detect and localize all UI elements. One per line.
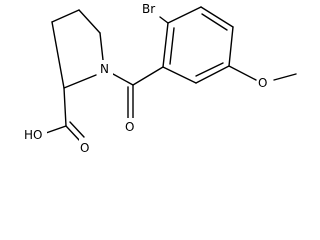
pyrrolidine-ring [51,9,104,89]
bond-c3-c4 [200,6,234,28]
bond-cacid-oh [45,125,67,134]
hydroxyl-label: HO [24,128,42,142]
benzene-ring [162,6,234,84]
bond-cacid-o-double-b [69,121,85,138]
bond-c1-c2-inner [169,27,175,65]
bond-c6-c1 [162,66,197,84]
bond-n-c2 [63,74,97,89]
bond-c3-c4-inner [201,13,228,31]
bond-n-ccarbonyl [112,73,134,86]
bond-c5-n [99,32,104,61]
bond-c2-cacid [63,87,67,127]
bond-c2-c3 [167,6,202,24]
bond-c5-c6 [195,65,230,84]
amide-group [112,66,164,119]
atom-labels: Br N O O HO O [23,0,271,155]
ether-oxygen-label: O [258,76,267,90]
bond-aryl-br [159,16,169,24]
bond-cacid-o-double-a [65,125,81,142]
bond-c4-c5 [78,9,101,34]
carbonyl-oxygen-label: O [125,120,134,134]
bond-c2-c3 [51,21,65,89]
bond-ccarbonyl-aryl [132,66,164,86]
bromine-label: Br [142,2,155,16]
bond-aryl-o-ether [228,65,257,81]
substituents [159,16,297,81]
bond-c5-c6-inner [195,62,224,77]
bond-c4-c5 [228,26,234,67]
bond-o-methyl [273,73,297,81]
carboxyl-group [45,87,85,142]
bond-c4-c3 [51,9,80,23]
acid-oxygen-label: O [80,141,89,155]
molecule-structure: Br N O O HO O [23,0,297,155]
bond-c1-c2 [162,22,169,68]
nitrogen-label: N [100,62,109,76]
